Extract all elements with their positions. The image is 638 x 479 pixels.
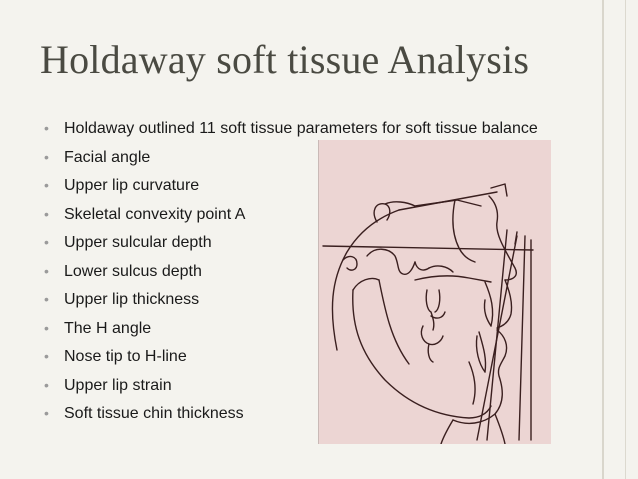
cephalometric-tracing-figure bbox=[318, 140, 551, 444]
bullet-dot: • bbox=[44, 348, 49, 364]
bullet-text: Lower sulcus depth bbox=[64, 262, 202, 280]
bullet-dot: • bbox=[44, 120, 49, 136]
bullet-item: • Facial angle bbox=[42, 147, 562, 168]
bullet-item: • Upper lip curvature bbox=[42, 175, 562, 196]
bullet-dot: • bbox=[44, 376, 49, 393]
bullet-dot: • bbox=[44, 319, 49, 336]
bullet-dot: • bbox=[44, 148, 49, 165]
cephalometric-tracing-icon bbox=[322, 183, 534, 444]
bullet-dot: • bbox=[44, 205, 49, 222]
bullet-dot: • bbox=[44, 177, 49, 193]
bullet-text: The H angle bbox=[64, 319, 152, 337]
bullet-text: Upper lip thickness bbox=[64, 291, 200, 308]
bullet-item: • Upper sulcular depth bbox=[42, 232, 562, 253]
bullet-item: • Upper lip thickness bbox=[42, 289, 562, 310]
bullet-dot: • bbox=[44, 405, 49, 421]
bullet-text: Facial angle bbox=[64, 148, 151, 166]
slide-title: Holdaway soft tissue Analysis bbox=[40, 37, 530, 82]
bullet-list: • Holdaway outlined 11 soft tissue parame… bbox=[42, 118, 562, 432]
bullet-text: Upper sulcular depth bbox=[64, 234, 212, 251]
bullet-text: Holdaway outlined 11 soft tissue paramet… bbox=[64, 120, 538, 137]
slide-right-border-line bbox=[625, 0, 626, 479]
bullet-item: • The H angle bbox=[42, 318, 562, 339]
slide-right-border bbox=[602, 0, 638, 479]
bullet-dot: • bbox=[44, 291, 49, 307]
bullet-text: Skeletal convexity point A bbox=[64, 205, 246, 223]
bullet-item: • Holdaway outlined 11 soft tissue parame… bbox=[42, 118, 562, 139]
bullet-text: Upper lip curvature bbox=[64, 177, 200, 194]
bullet-dot: • bbox=[44, 234, 49, 250]
bullet-text: Soft tissue chin thickness bbox=[64, 405, 244, 422]
bullet-dot: • bbox=[44, 262, 49, 279]
bullet-item: • Nose tip to H-line bbox=[42, 346, 562, 367]
bullet-text: Upper lip strain bbox=[64, 376, 172, 394]
bullet-item: • Upper lip strain bbox=[42, 375, 562, 396]
bullet-item: • Soft tissue chin thickness bbox=[42, 403, 562, 424]
bullet-item: • Lower sulcus depth bbox=[42, 261, 562, 282]
bullet-text: Nose tip to H-line bbox=[64, 348, 187, 365]
bullet-item: • Skeletal convexity point A bbox=[42, 204, 562, 225]
